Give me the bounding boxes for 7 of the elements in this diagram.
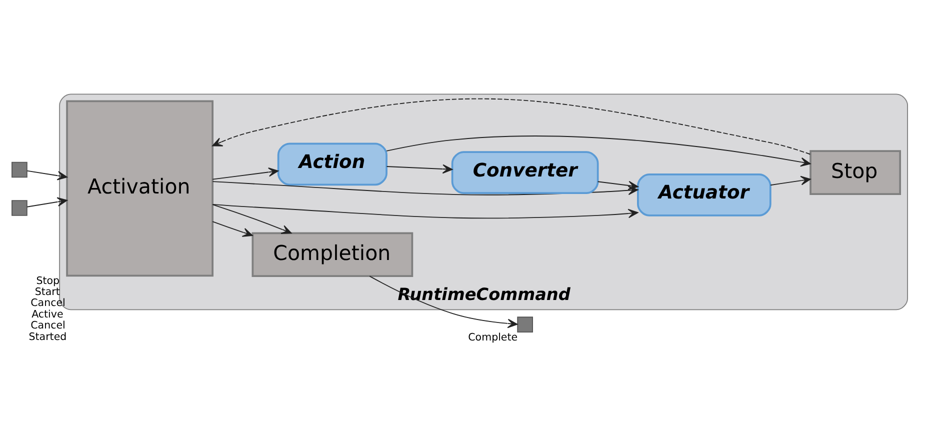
node-label: Stop (36, 274, 60, 286)
node-label: Cancel (30, 319, 66, 332)
node-label: Started (28, 330, 67, 342)
node-label: Complete (468, 330, 518, 343)
node-label: Active (32, 308, 64, 320)
node-label: Start (34, 286, 60, 298)
node-label: Cancel (30, 296, 66, 309)
